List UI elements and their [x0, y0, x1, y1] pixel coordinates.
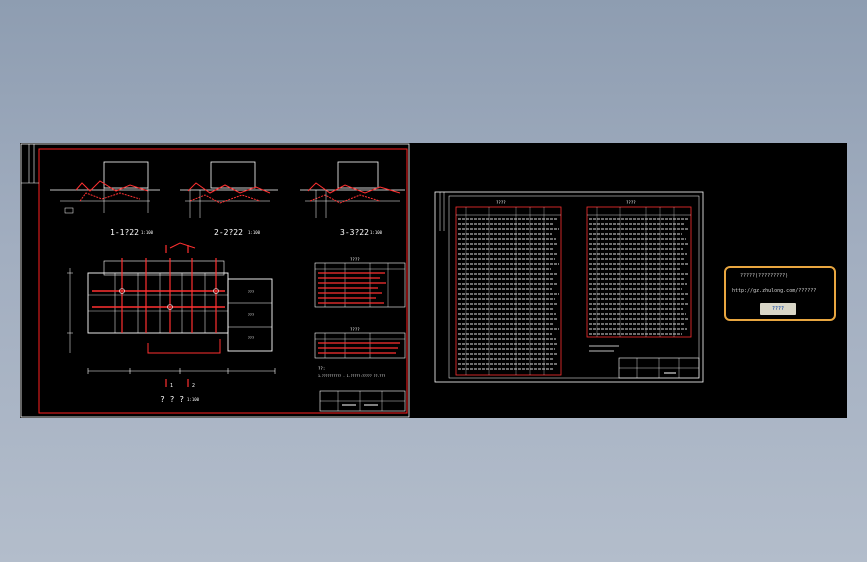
title-block[interactable]: [319, 390, 406, 412]
room-label-1: ???: [248, 290, 254, 294]
section-2-scale: 1:100: [248, 230, 261, 235]
plan-marker-2: 2: [192, 383, 195, 389]
source-logo: ????: [760, 303, 796, 315]
cad-model-space[interactable]: 1-1?22 1:100 2-2?22 1:100 3-3?22 1:100: [20, 143, 847, 418]
equipment-table-1-title: ????: [350, 257, 360, 262]
sheet-outer-frame: [20, 143, 410, 418]
sheet-2-title-block[interactable]: [618, 357, 700, 379]
notes-label: ??:: [318, 366, 325, 371]
drawing-sheet-plan[interactable]: 1-1?22 1:100 2-2?22 1:100 3-3?22 1:100: [20, 143, 410, 418]
notes-text: 1.?????????? - 1.?????:????? ??.???: [318, 374, 385, 378]
section-3-drawing[interactable]: [300, 161, 405, 218]
section-2-drawing[interactable]: [180, 161, 278, 218]
floor-plan-drawing[interactable]: [67, 242, 276, 387]
drawing-sheet-tables[interactable]: ????: [434, 191, 704, 383]
room-label-3: ???: [248, 336, 254, 340]
material-table-right-title: ????: [626, 200, 636, 205]
section-2-title: 2-2?22: [214, 228, 243, 237]
sheet-inner-frame: [38, 148, 408, 414]
plan-title: ? ? ?: [160, 395, 184, 404]
equipment-table-2[interactable]: [314, 332, 406, 359]
section-1-scale: 1:100: [141, 230, 154, 235]
section-3-scale: 1:100: [370, 230, 383, 235]
equipment-table-2-title: ????: [350, 327, 360, 332]
note-line-1: ?????(?????????): [740, 273, 789, 279]
plan-marker-1: 1: [170, 383, 173, 389]
section-1-title: 1-1?22: [110, 228, 139, 237]
note-url-link[interactable]: http://gz.zhulong.com/??????: [732, 288, 817, 294]
source-logo-text: ????: [771, 305, 785, 312]
equipment-table-1[interactable]: [314, 262, 406, 308]
sheet-2-outer-frame: [434, 191, 704, 383]
room-label-2: ???: [248, 313, 254, 317]
material-table-left[interactable]: [455, 206, 562, 376]
sheet-2-inner-frame: [448, 195, 700, 379]
section-3-title: 3-3?22: [340, 228, 369, 237]
plan-scale: 1:100: [187, 397, 200, 402]
source-note-box[interactable]: ?????(?????????) http://gz.zhulong.com/?…: [724, 266, 836, 321]
section-1-drawing[interactable]: [50, 161, 160, 214]
material-table-left-title: ????: [496, 200, 506, 205]
material-table-right[interactable]: [586, 206, 692, 352]
